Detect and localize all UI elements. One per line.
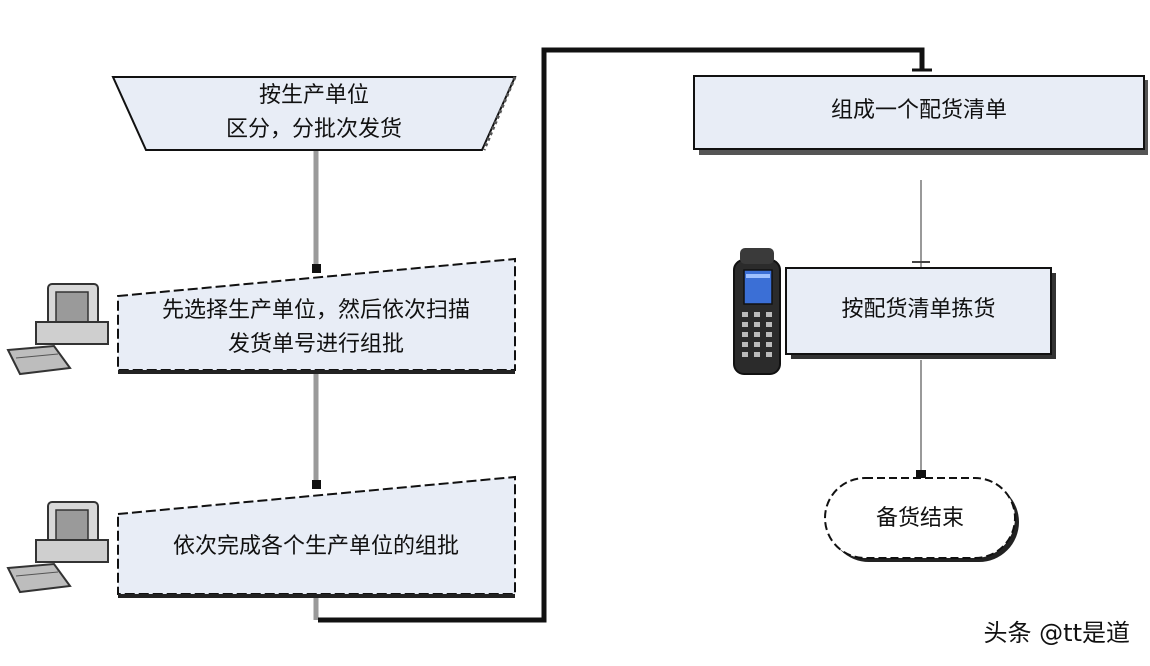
node-pick-label: 按配货清单拣货 bbox=[841, 297, 996, 322]
watermark-text: 头条 @tt是道 bbox=[983, 619, 1130, 647]
connector-arrowhead bbox=[312, 480, 321, 489]
node-select-scan-label: 先选择生产单位，然后依次扫描 发货单号进行组批 bbox=[120, 294, 512, 362]
node-form-list-shape bbox=[693, 75, 1145, 150]
node-complete-label: 依次完成各个生产单位的组批 bbox=[172, 534, 459, 559]
node-end-label: 备货结束 bbox=[875, 506, 964, 531]
node-complete-shape bbox=[117, 475, 516, 595]
node-split-line2: 区分，分批次发货 bbox=[225, 117, 402, 142]
node-pick-shape bbox=[785, 267, 1052, 355]
node-select-scan-line1: 先选择生产单位，然后依次扫描 bbox=[161, 298, 470, 323]
node-end-shape bbox=[824, 477, 1016, 559]
computer-icon bbox=[6, 283, 109, 376]
computer-icon bbox=[6, 501, 109, 594]
node-form-list-label: 组成一个配货清单 bbox=[830, 98, 1007, 123]
connector-arrowhead bbox=[312, 264, 321, 273]
node-shadow bbox=[482, 76, 517, 151]
node-select-scan-line2: 发货单号进行组批 bbox=[227, 332, 404, 357]
connector-arrowhead bbox=[916, 470, 926, 478]
node-split-line1: 按生产单位 bbox=[258, 83, 369, 108]
node-split-shape bbox=[111, 76, 517, 151]
handheld-scanner-icon bbox=[733, 248, 781, 375]
node-split-label: 按生产单位 区分，分批次发货 bbox=[180, 79, 448, 147]
connector-to-right-column bbox=[318, 47, 925, 623]
